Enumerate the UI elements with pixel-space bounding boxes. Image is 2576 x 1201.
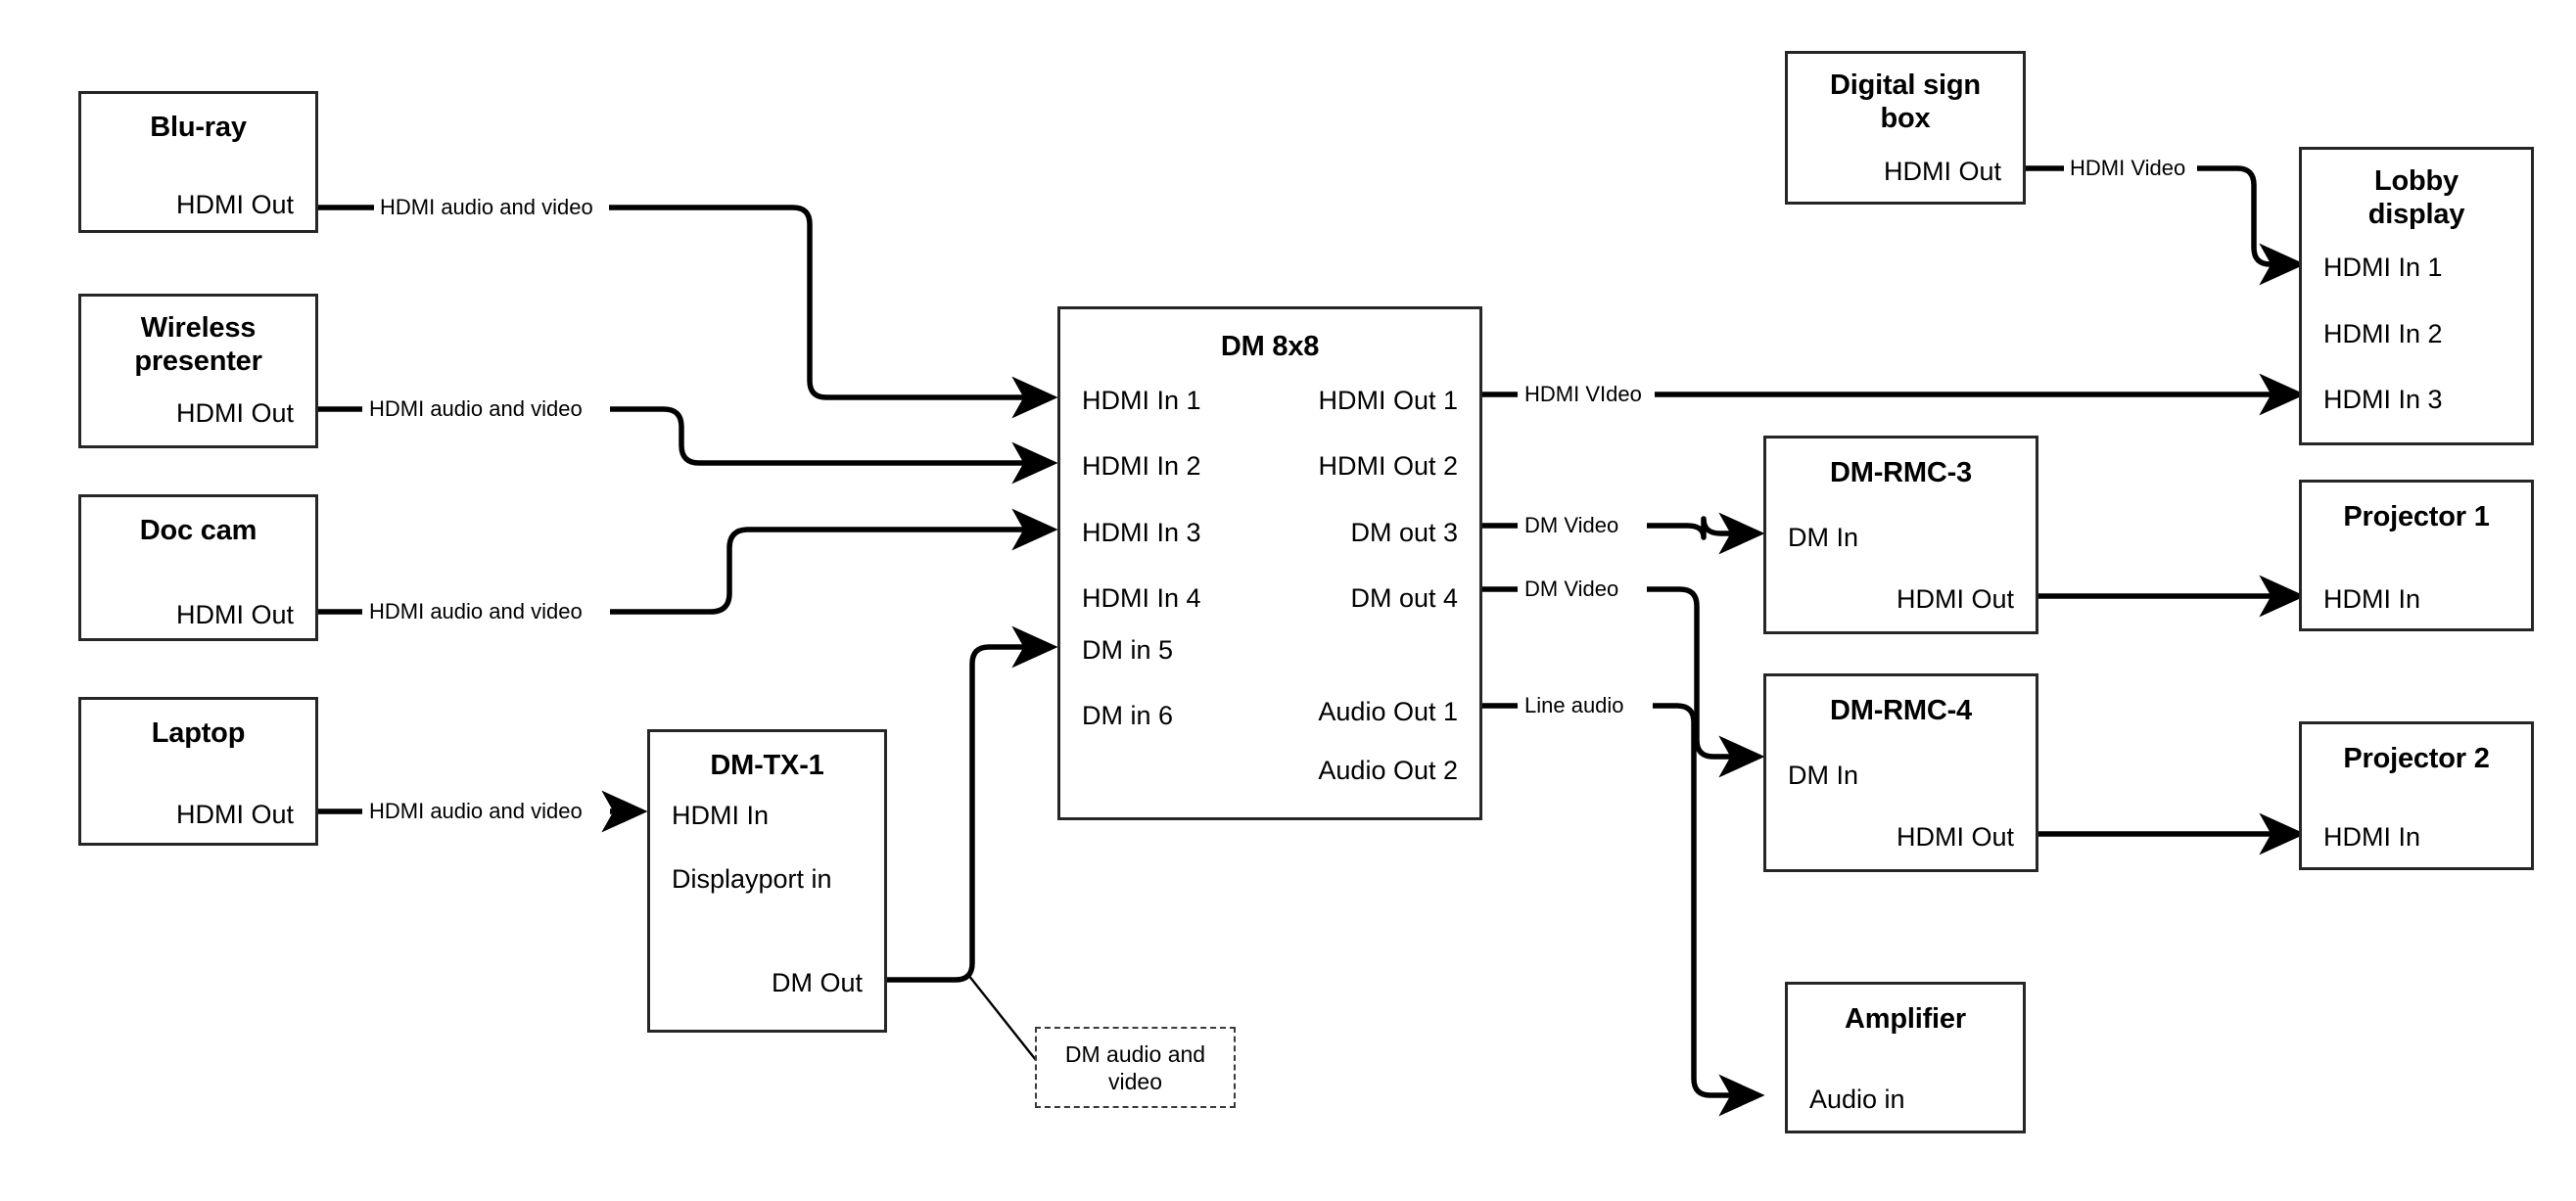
port-dm-in-6: DM in 6 [1082, 701, 1174, 730]
node-title: DM-RMC-3 [1830, 457, 1972, 488]
node-title: Amplifier [1845, 1003, 1966, 1035]
port-hdmi-out: HDMI Out [175, 600, 294, 629]
wire-dm8x8-out4-to-dmrmc4 [1481, 586, 1758, 757]
port-hdmi-in-2: HDMI In 2 [2323, 319, 2443, 348]
node-title: DM-TX-1 [710, 750, 824, 781]
port-hdmi-in-4: HDMI In 4 [1082, 583, 1201, 613]
port-hdmi-out: HDMI Out [1883, 157, 2001, 186]
wire-label-wireless-to-dm8x8: HDMI audio and video [363, 397, 588, 421]
port-hdmi-in-3: HDMI In 3 [1082, 518, 1201, 547]
port-hdmi-in-1: HDMI In 1 [2323, 253, 2443, 282]
port-hdmi-out-1: HDMI Out 1 [1318, 386, 1458, 415]
node-title: DM 8x8 [1220, 331, 1320, 362]
port-audio-in: Audio in [1809, 1085, 1905, 1114]
wire-label-dm8x8-audio1-to-amplifier: Line audio [1519, 694, 1630, 717]
wire-label-bluray-to-dm8x8: HDMI audio and video [374, 196, 599, 219]
port-hdmi-in-1: HDMI In 1 [1082, 386, 1201, 415]
node-laptop[interactable]: Laptop HDMI Out [78, 697, 318, 846]
port-hdmi-out: HDMI Out [175, 190, 294, 219]
wire-dmtx1-to-dm8x8 [887, 625, 1058, 983]
port-audio-out-1: Audio Out 1 [1318, 697, 1458, 726]
node-title: Projector 2 [2343, 743, 2490, 774]
wire-label-dm8x8-out4-to-dmrmc4: DM Video [1519, 577, 1625, 601]
node-title: Laptop [151, 717, 246, 749]
wire-dm8x8-audio1-to-amplifier [1481, 703, 1758, 1095]
callout-dm-audio-and-video: DM audio and video [1035, 1027, 1236, 1108]
port-hdmi-in: HDMI In [2323, 822, 2421, 852]
port-dm-in-5: DM in 5 [1082, 635, 1174, 665]
node-amplifier[interactable]: Amplifier Audio in [1785, 982, 2026, 1133]
node-title-line2: box [1880, 103, 1931, 134]
port-hdmi-out: HDMI Out [175, 398, 294, 428]
wire-label-digitalsign-to-lobby: HDMI Video [2064, 157, 2192, 180]
port-hdmi-in-2: HDMI In 2 [1082, 451, 1201, 481]
port-hdmi-in: HDMI In [2323, 584, 2421, 614]
wire-label-dm8x8-out1-to-lobby: HDMI VIdeo [1519, 383, 1648, 406]
wire-digitalsign-to-lobby [2026, 165, 2299, 264]
port-dm-out-4: DM out 4 [1350, 583, 1458, 613]
port-displayport-in: Displayport in [672, 864, 832, 894]
port-hdmi-out-2: HDMI Out 2 [1318, 451, 1458, 481]
node-projector-1[interactable]: Projector 1 HDMI In [2299, 480, 2534, 631]
port-dm-in: DM In [1788, 761, 1859, 790]
node-dm-rmc-4[interactable]: DM-RMC-4 DM In HDMI Out [1763, 673, 2038, 872]
node-title: DM-RMC-4 [1830, 695, 1972, 726]
wire-label-doccam-to-dm8x8: HDMI audio and video [363, 600, 588, 624]
port-hdmi-out: HDMI Out [1896, 822, 2014, 852]
port-hdmi-out: HDMI Out [1896, 584, 2014, 614]
wire-label-laptop-to-dmtx1: HDMI audio and video [363, 800, 588, 823]
node-title-line1: Lobby [2374, 165, 2459, 197]
port-hdmi-in: HDMI In [672, 801, 770, 830]
port-audio-out-2: Audio Out 2 [1318, 756, 1458, 785]
port-dm-out: DM Out [771, 968, 863, 997]
node-doc-cam[interactable]: Doc cam HDMI Out [78, 494, 318, 641]
wire-label-dm8x8-out3-to-dmrmc3: DM Video [1519, 514, 1625, 537]
node-digital-sign-box[interactable]: Digital sign box HDMI Out [1785, 51, 2026, 205]
node-title: Projector 1 [2343, 501, 2490, 532]
port-dm-in: DM In [1788, 523, 1859, 552]
node-dm-tx-1[interactable]: DM-TX-1 HDMI In Displayport in DM Out [647, 729, 887, 1033]
node-title-line1: Digital sign [1830, 69, 1981, 101]
node-projector-2[interactable]: Projector 2 HDMI In [2299, 721, 2534, 870]
node-lobby-display[interactable]: Lobby display HDMI In 1 HDMI In 2 HDMI I… [2299, 147, 2534, 445]
node-title-line2: presenter [134, 346, 262, 377]
wire-bluray-to-dm8x8 [318, 205, 1052, 397]
port-hdmi-in-3: HDMI In 3 [2323, 385, 2443, 414]
callout-leader-line [967, 974, 1037, 1061]
node-dm-rmc-3[interactable]: DM-RMC-3 DM In HDMI Out [1763, 436, 2038, 634]
node-title: Blu-ray [150, 112, 247, 143]
node-title-line1: Wireless [140, 312, 257, 344]
node-title: Doc cam [139, 515, 258, 546]
node-bluray[interactable]: Blu-ray HDMI Out [78, 91, 318, 233]
node-wireless-presenter[interactable]: Wireless presenter HDMI Out [78, 294, 318, 448]
node-dm-8x8[interactable]: DM 8x8 HDMI In 1 HDMI In 2 HDMI In 3 HDM… [1057, 306, 1482, 820]
node-title-line2: display [2367, 199, 2465, 230]
port-hdmi-out: HDMI Out [175, 800, 294, 829]
port-dm-out-3: DM out 3 [1350, 518, 1458, 547]
